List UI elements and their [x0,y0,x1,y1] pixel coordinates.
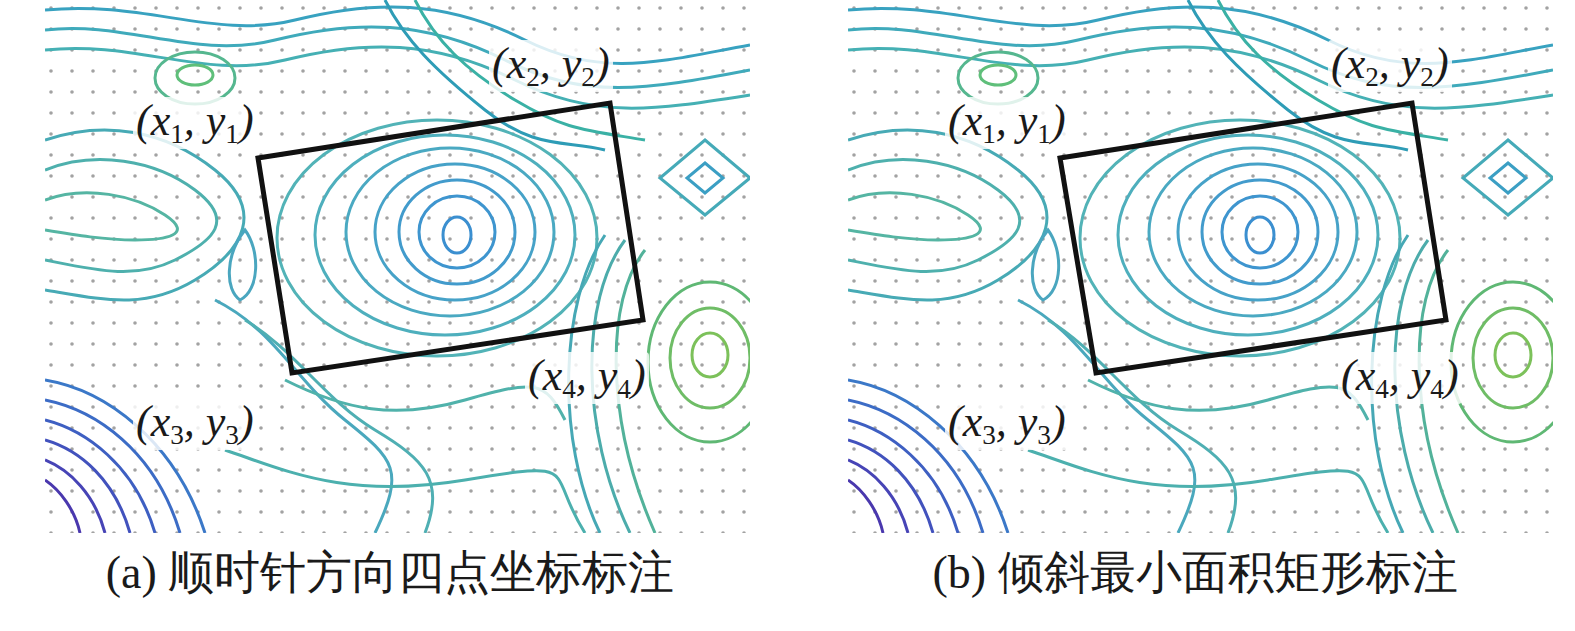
coordinate-label: (x2, y2) [489,40,613,92]
coordinate-label: (x1, y1) [945,97,1069,149]
coordinate-label: (x3, y3) [945,398,1069,450]
coordinate-label: (x2, y2) [1328,40,1452,92]
coordinate-label: (x3, y3) [133,398,257,450]
panel-caption: (a) 顺时针方向四点坐标标注 [106,548,675,599]
coordinate-label: (x4, y4) [525,352,649,404]
annotation-quadrilateral [258,103,643,373]
annotation-quadrilateral [1060,103,1446,373]
coordinate-label: (x1, y1) [133,97,257,149]
panel-caption: (b) 倾斜最小面积矩形标注 [932,548,1457,599]
coordinate-label: (x4, y4) [1338,352,1462,404]
